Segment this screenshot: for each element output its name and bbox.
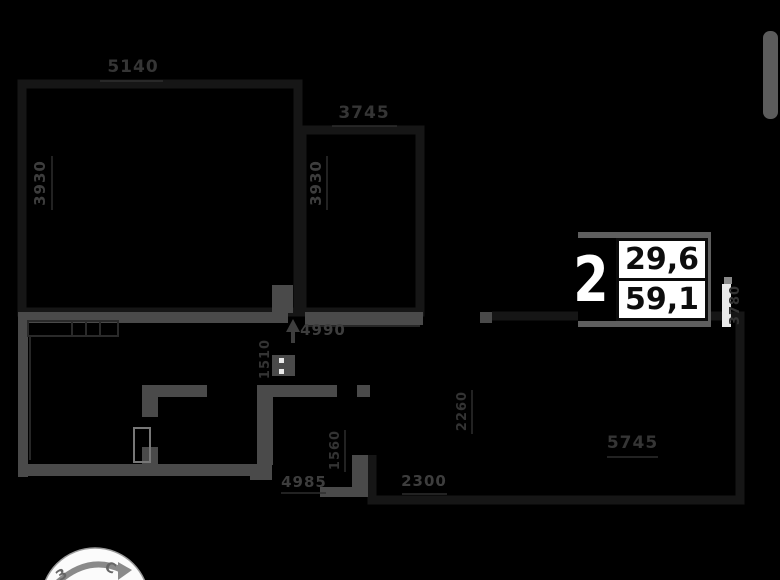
dim-top-mid-width: 3745 — [338, 103, 390, 123]
compass-north-arrow-icon — [56, 561, 124, 580]
window-marker — [722, 277, 732, 327]
compass-rose: З С — [44, 547, 146, 580]
bathroom-door-leaf — [133, 427, 151, 463]
wall-face-lines — [29, 325, 420, 460]
door-hinge-dots — [279, 358, 284, 374]
compass-arrow-head — [118, 562, 132, 580]
vertical-scrollbar-thumb[interactable] — [763, 31, 778, 119]
dim-entry-width: 4990 — [300, 321, 346, 339]
dim-bottom-left-width: 4985 — [281, 473, 327, 491]
dim-entry-door-width: 1510 — [258, 338, 273, 380]
dim-left-side-height: 3930 — [31, 160, 49, 206]
total-area-value: 59,1 — [624, 282, 700, 317]
dim-bath-width: 1560 — [328, 429, 343, 471]
dimension-lines — [51, 80, 658, 495]
dim-mid-side-height: 3930 — [307, 160, 325, 206]
dim-bottom-mid-width: 2300 — [401, 472, 447, 490]
dim-top-left-width: 5140 — [107, 57, 159, 77]
dim-living-width: 5745 — [606, 433, 659, 453]
dim-window-side-height: 3780 — [728, 284, 743, 326]
dim-inner-right-height: 2260 — [455, 390, 470, 432]
room-count-label: 2 — [573, 243, 609, 316]
living-area-value: 29,6 — [619, 241, 705, 281]
area-badge[interactable]: 29,6 59,1 — [616, 238, 708, 321]
main-walls — [18, 285, 492, 497]
entrance-arrow-icon — [286, 319, 300, 343]
badge-number-backing — [578, 238, 616, 321]
wardrobe-outline — [27, 320, 119, 337]
